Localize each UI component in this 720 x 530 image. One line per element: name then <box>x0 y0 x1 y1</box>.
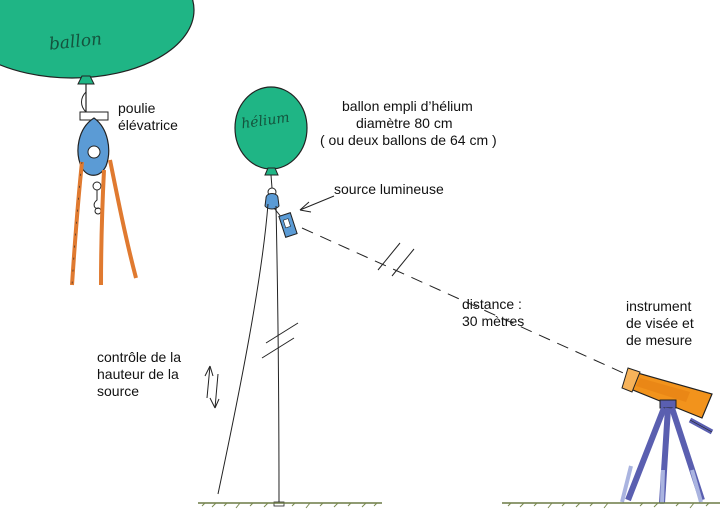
light-source-arrow <box>299 195 335 213</box>
instrument-label-line-2: de visée et <box>626 315 694 331</box>
balloon-info-label: ballon empli d’hélium diamètre 80 cm ( o… <box>320 98 540 149</box>
distance-label-line-2: 30 mètres <box>462 313 525 329</box>
height-control-label: contrôle de la hauteur de la source <box>97 349 181 400</box>
tripod <box>620 406 705 505</box>
telescope-instrument <box>621 367 714 435</box>
pulley-label-line-2: élévatrice <box>118 117 178 133</box>
balloon-info-line-3: ( ou deux ballons de 64 cm ) <box>320 132 497 148</box>
ground-right <box>502 502 720 509</box>
instrument-label-line-3: de mesure <box>626 332 693 348</box>
distance-label: distance : 30 mètres <box>462 296 524 330</box>
sight-line <box>301 227 631 377</box>
instrument-label-line-1: instrument <box>626 298 692 314</box>
helium-balloon-label: hélium <box>240 110 290 133</box>
instrument-label: instrument de visée et de mesure <box>626 298 694 349</box>
helium-balloon: hélium <box>234 86 308 219</box>
pulley-label-line-1: poulie <box>118 100 156 116</box>
balloon-info-line-2: diamètre 80 cm <box>356 115 453 131</box>
tether-lines <box>217 203 299 507</box>
distance-label-line-1: distance : <box>462 296 522 312</box>
height-control-line-3: source <box>97 383 140 399</box>
light-source-label: source lumineuse <box>334 181 444 197</box>
height-control-line-2: hauteur de la <box>97 366 179 382</box>
height-control-line-1: contrôle de la <box>97 349 182 365</box>
height-control-arrows <box>204 365 220 409</box>
balloon-info-line-1: ballon empli d’hélium <box>342 98 473 114</box>
light-source <box>278 212 298 238</box>
pulley-label: poulie élévatrice <box>118 100 178 134</box>
big-balloon: ballon <box>0 0 195 85</box>
ground-left <box>198 502 382 509</box>
pulley-assembly <box>70 84 138 286</box>
